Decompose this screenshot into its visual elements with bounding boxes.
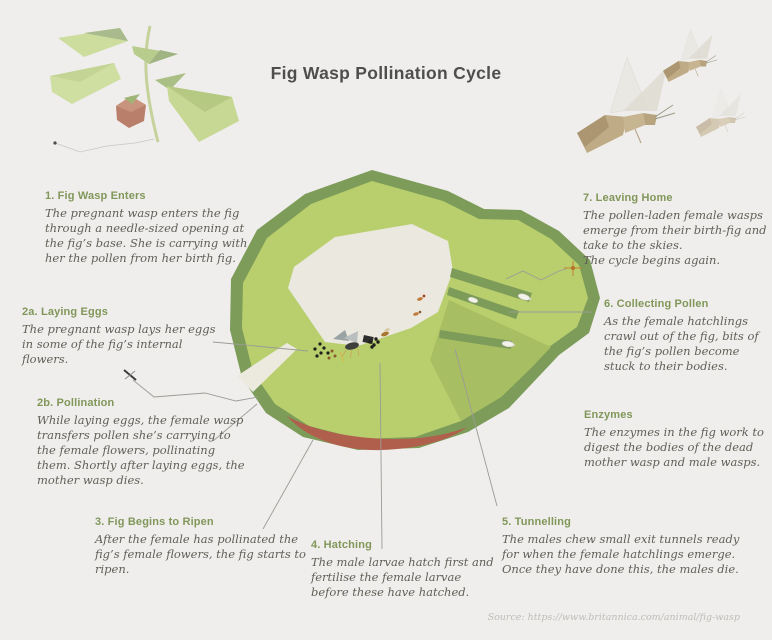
section-body: The males chew small exit tunnels ready … bbox=[502, 532, 740, 576]
section-heading: 3. Fig Begins to Ripen bbox=[95, 516, 214, 528]
leader-lines bbox=[132, 268, 592, 550]
leader-line-7 bbox=[505, 268, 567, 281]
section-1-fig-wasp-enters: 1. Fig Wasp Enters The pregnant wasp ent… bbox=[45, 190, 255, 266]
fig-ripe-patch bbox=[287, 416, 467, 451]
section-7-leaving-home: 7. Leaving Home The pollen-laden female … bbox=[583, 192, 772, 268]
section-body: While laying eggs, the female wasp trans… bbox=[37, 413, 245, 487]
fig-cavity bbox=[288, 224, 453, 346]
section-5-tunnelling: 5. Tunnelling The males chew small exit … bbox=[502, 516, 747, 577]
section-body: The male larvae hatch first and fertilis… bbox=[311, 555, 494, 599]
section-heading: 2b. Pollination bbox=[37, 397, 115, 409]
leader-line-4 bbox=[379, 362, 383, 550]
exit-tunnel bbox=[447, 287, 519, 319]
leader-line-5 bbox=[454, 348, 498, 507]
section-body: The pollen-laden female wasps emerge fro… bbox=[583, 208, 767, 267]
section-3-fig-begins-to-ripen: 3. Fig Begins to Ripen After the female … bbox=[95, 516, 310, 577]
source-attribution: Source: https://www.britannica.com/anima… bbox=[487, 612, 740, 623]
leader-line-entry bbox=[132, 379, 259, 402]
section-6-collecting-pollen: 6. Collecting Pollen As the female hatch… bbox=[604, 298, 764, 374]
section-body: The pregnant wasp enters the fig through… bbox=[45, 206, 248, 265]
section-body: After the female has pollinated the fig’… bbox=[95, 532, 306, 576]
fig-entry-channel bbox=[237, 343, 297, 392]
fig-branch-illustration bbox=[50, 25, 239, 153]
mother-wasp-icon bbox=[333, 330, 374, 359]
fig-cross-section-illustration bbox=[230, 170, 600, 451]
page-title: Fig Wasp Pollination Cycle bbox=[270, 63, 502, 83]
section-heading: 1. Fig Wasp Enters bbox=[45, 190, 146, 202]
section-heading: 4. Hatching bbox=[311, 539, 372, 551]
exit-tunnel bbox=[450, 268, 532, 302]
fig-flesh-shade bbox=[430, 300, 551, 421]
leader-line-2a bbox=[212, 341, 309, 352]
hatchling-icons bbox=[381, 294, 426, 337]
entering-wasp-icon bbox=[123, 369, 137, 381]
section-heading: 6. Collecting Pollen bbox=[604, 298, 709, 310]
leader-line-3 bbox=[262, 439, 314, 530]
exit-tunnel bbox=[439, 330, 512, 349]
section-heading: 5. Tunnelling bbox=[502, 516, 571, 528]
larvae-icon bbox=[368, 337, 380, 349]
section-body: The pregnant wasp lays her eggs in some … bbox=[22, 322, 216, 366]
section-heading: 2a. Laying Eggs bbox=[22, 306, 108, 318]
flying-wasps-illustration bbox=[576, 28, 746, 154]
leader-line-2b bbox=[212, 403, 258, 442]
tunnelling-wasp-icons bbox=[467, 293, 532, 348]
leaving-wasp-icon bbox=[564, 261, 582, 276]
section-heading: 7. Leaving Home bbox=[583, 192, 673, 204]
egg-cluster-icon bbox=[313, 342, 345, 363]
section-body: As the female hatchlings crawl out of th… bbox=[604, 314, 759, 373]
section-2b-pollination: 2b. Pollination While laying eggs, the f… bbox=[37, 397, 252, 488]
section-heading: Enzymes bbox=[584, 409, 633, 421]
section-enzymes: Enzymes The enzymes in the fig work to d… bbox=[584, 409, 769, 470]
section-2a-laying-eggs: 2a. Laying Eggs The pregnant wasp lays h… bbox=[22, 306, 227, 367]
section-4-hatching: 4. Hatching The male larvae hatch first … bbox=[311, 539, 501, 600]
section-body: The enzymes in the fig work to digest th… bbox=[584, 425, 764, 469]
